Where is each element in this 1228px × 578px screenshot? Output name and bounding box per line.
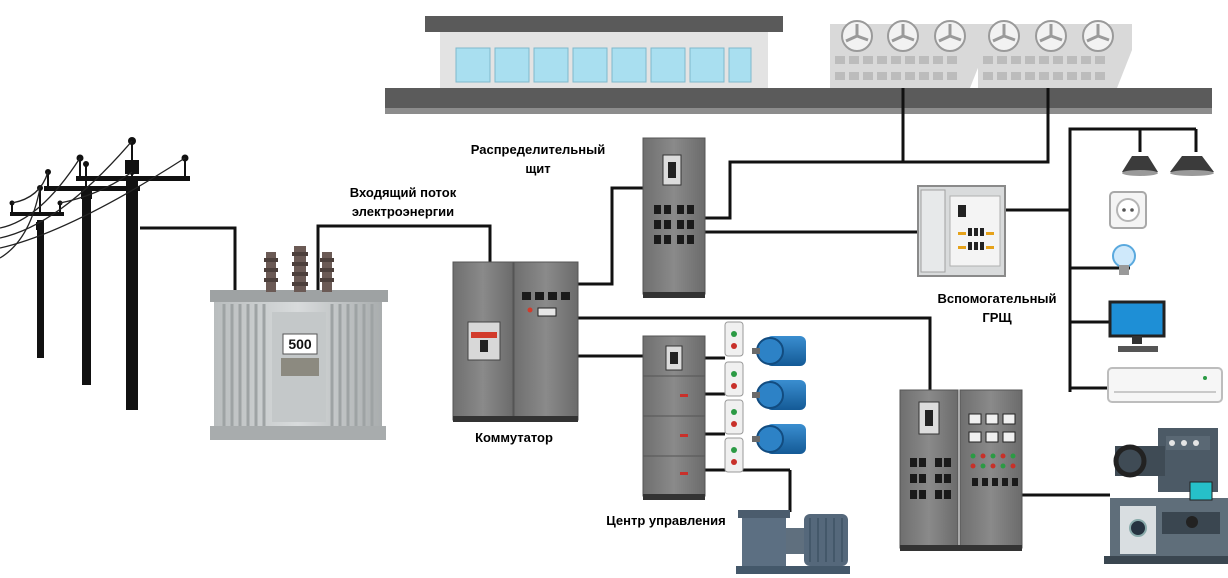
- motor-starter: [724, 321, 744, 357]
- power-wires: [0, 140, 186, 259]
- lamp-icon: [1170, 156, 1214, 176]
- hvac-unit-right: [978, 20, 1132, 88]
- motor-starter: [724, 437, 744, 473]
- building-windows: [455, 47, 752, 83]
- transformer-bushings: [264, 246, 334, 292]
- label-distribution-line2: щит: [525, 161, 550, 176]
- fan-icon: [887, 20, 919, 52]
- label-distribution-line1: Распределительный: [471, 142, 606, 157]
- hvac-unit-left: [830, 20, 985, 88]
- motor-starter: [724, 399, 744, 435]
- transformer-rating: 500: [288, 336, 312, 352]
- motor-icon: [752, 424, 806, 454]
- fan-icon: [1082, 20, 1114, 52]
- motor-starter: [724, 361, 744, 397]
- building: [385, 16, 1212, 114]
- fan-icon: [841, 20, 873, 52]
- machine-icon: [1104, 428, 1228, 564]
- socket-icon: [1109, 191, 1147, 229]
- label-incoming-line2: электроэнергии: [352, 204, 454, 219]
- connection-lines: [140, 88, 1198, 512]
- pump-icon: [736, 510, 850, 574]
- label-control-center: Центр управления: [606, 513, 725, 528]
- lamp-icon: [1122, 156, 1158, 176]
- distribution-board-cabinet: [642, 137, 706, 298]
- bulb-icon: [1112, 244, 1136, 275]
- label-aux-line2: ГРЩ: [982, 310, 1012, 325]
- air-conditioner-icon: [1107, 367, 1223, 403]
- power-pole-icon: [9, 185, 64, 358]
- switch-cabinet: [452, 261, 579, 422]
- monitor-icon: [1108, 300, 1166, 352]
- motor-icon: [752, 336, 806, 366]
- auxiliary-panel-box: [917, 185, 1006, 277]
- label-incoming-line1: Входящий поток: [350, 185, 457, 200]
- main-switchboard-cabinet: [899, 389, 1023, 551]
- power-poles: [0, 137, 190, 410]
- transformer-icon: 500: [210, 246, 388, 440]
- diagram-labels: Входящий поток электроэнергии Распредели…: [350, 142, 1057, 528]
- label-switch: Коммутатор: [475, 430, 553, 445]
- power-pole-icon: [76, 137, 190, 410]
- motor-group: [724, 321, 806, 473]
- label-aux-line1: Вспомогательный: [937, 291, 1056, 306]
- fan-icon: [934, 20, 966, 52]
- motor-icon: [752, 380, 806, 410]
- fan-icon: [988, 20, 1020, 52]
- fan-icon: [1035, 20, 1067, 52]
- control-center-cabinet: [642, 335, 706, 500]
